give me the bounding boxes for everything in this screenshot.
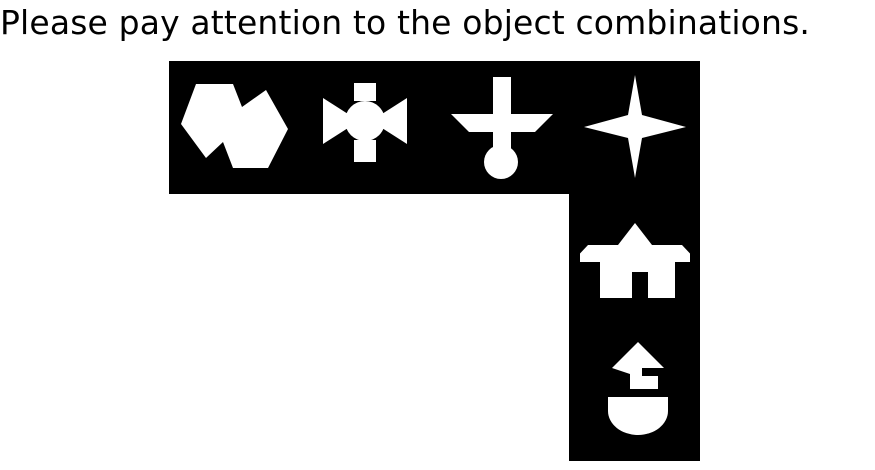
winged-cross-with-ball-icon [451,77,553,179]
shape-tile-6 [580,333,690,443]
shape-tile-3 [447,72,557,182]
bowtie-cross-icon [323,83,407,162]
arrow-on-shield-icon [608,342,668,435]
shape-tile-5 [580,210,690,320]
instruction-text: Please pay attention to the object combi… [0,3,811,42]
shape-tile-1 [178,72,288,182]
shape-tile-4 [580,72,690,182]
zigzag-polygon-icon [181,84,288,168]
four-point-star-icon [584,75,686,178]
shape-tile-2 [311,72,421,182]
house-with-doorway-icon [580,223,690,298]
